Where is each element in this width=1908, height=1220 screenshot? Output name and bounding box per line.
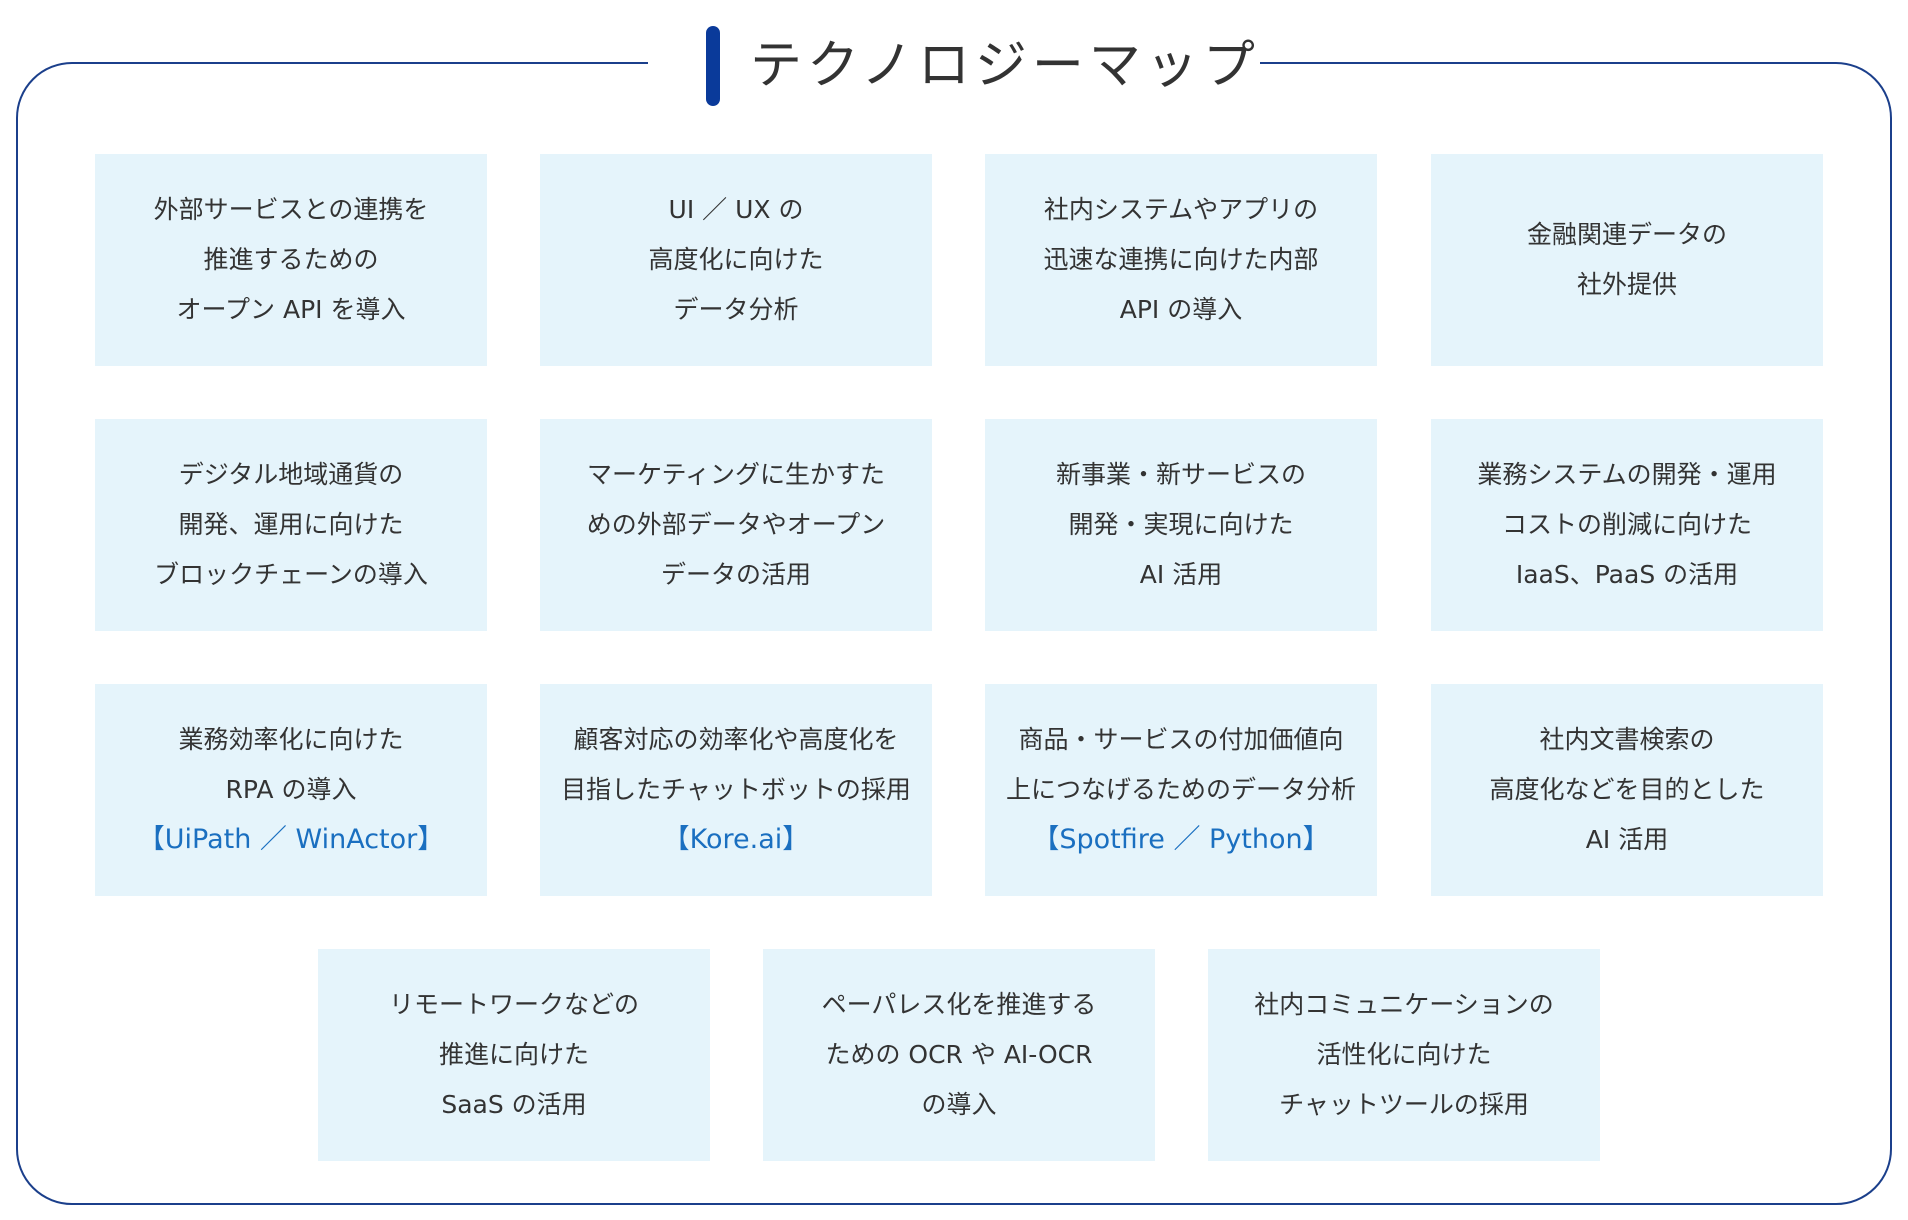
card-text-line: マーケティングに生かすた: [586, 460, 885, 489]
technology-card: デジタル地域通貨の 開発、運用に向けた ブロックチェーンの導入: [95, 419, 487, 631]
card-text-line: RPA の導入: [225, 775, 357, 804]
technology-card: 外部サービスとの連携を 推進するための オープン API を導入: [95, 154, 487, 366]
card-text-line: IaaS、PaaS の活用: [1515, 560, 1739, 589]
card-text-line: ブロックチェーンの導入: [154, 560, 428, 589]
card-text-line: 商品・サービスの付加価値向: [1018, 725, 1344, 754]
card-text-line: ペーパレス化を推進する: [821, 990, 1097, 1019]
card-text-line: 迅速な連携に向けた内部: [1043, 245, 1319, 274]
card-tool-label: 【Spotfire ／ Python】: [1032, 824, 1330, 855]
technology-card: UI ／ UX の 高度化に向けた データ分析: [540, 154, 932, 366]
technology-card: 金融関連データの 社外提供: [1431, 154, 1823, 366]
card-text-line: API の導入: [1119, 295, 1243, 324]
card-text-line: データの活用: [660, 560, 811, 589]
card-tool-label: 【UiPath ／ WinActor】: [137, 824, 445, 855]
card-text-line: オープン API を導入: [176, 295, 406, 324]
card-text-line: 開発・実現に向けた: [1068, 510, 1294, 539]
technology-card: 社内システムやアプリの 迅速な連携に向けた内部 API の導入: [985, 154, 1377, 366]
page-title: テクノロジーマップ: [750, 36, 1260, 96]
card-text-line: データ分析: [673, 295, 799, 324]
technology-card: 商品・サービスの付加価値向 上につなげるためのデータ分析 【Spotfire ／…: [985, 684, 1377, 896]
card-text-line: めの外部データやオープン: [586, 510, 886, 539]
technology-card: 社内文書検索の 高度化などを目的とした AI 活用: [1431, 684, 1823, 896]
card-text-line: 新事業・新サービスの: [1055, 460, 1306, 489]
technology-card: 業務システムの開発・運用 コストの削減に向けた IaaS、PaaS の活用: [1431, 419, 1823, 631]
card-text-line: コストの削減に向けた: [1501, 510, 1752, 539]
card-text-line: UI ／ UX の: [668, 195, 804, 224]
card-text-line: 社内文書検索の: [1539, 725, 1715, 754]
technology-card: リモートワークなどの 推進に向けた SaaS の活用: [318, 949, 710, 1161]
card-text-line: SaaS の活用: [441, 1090, 587, 1119]
technology-card: 顧客対応の効率化や高度化を 目指したチャットボットの採用 【Kore.ai】: [540, 684, 932, 896]
card-text-line: 顧客対応の効率化や高度化を: [573, 725, 899, 754]
card-text-line: の導入: [921, 1090, 997, 1119]
card-text-line: 外部サービスとの連携を: [153, 195, 429, 224]
card-text-line: デジタル地域通貨の: [178, 460, 404, 489]
card-text-line: 社外提供: [1576, 270, 1677, 299]
card-text-line: 業務効率化に向けた: [178, 725, 404, 754]
technology-card: 新事業・新サービスの 開発・実現に向けた AI 活用: [985, 419, 1377, 631]
card-text-line: 目指したチャットボットの採用: [561, 775, 911, 804]
title-accent-bar: [706, 26, 720, 106]
technology-card: ペーパレス化を推進する ための OCR や AI-OCR の導入: [763, 949, 1155, 1161]
card-text-line: 金融関連データの: [1526, 220, 1727, 249]
card-text-line: 推進に向けた: [438, 1040, 589, 1069]
card-text-line: 社内システムやアプリの: [1043, 195, 1319, 224]
card-text-line: 社内コミュニケーションの: [1254, 990, 1554, 1019]
technology-card: マーケティングに生かすた めの外部データやオープン データの活用: [540, 419, 932, 631]
card-text-line: 高度化に向けた: [648, 245, 824, 274]
card-text-line: 開発、運用に向けた: [178, 510, 404, 539]
card-text-line: AI 活用: [1139, 560, 1223, 589]
card-text-line: 活性化に向けた: [1316, 1040, 1492, 1069]
card-text-line: 推進するための: [203, 245, 379, 274]
card-text-line: AI 活用: [1585, 825, 1669, 854]
title-header: テクノロジーマップ: [648, 14, 1260, 114]
card-text-line: 高度化などを目的とした: [1489, 775, 1765, 804]
technology-card: 業務効率化に向けた RPA の導入 【UiPath ／ WinActor】: [95, 684, 487, 896]
card-text-line: ための OCR や AI-OCR: [825, 1040, 1093, 1069]
card-text-line: チャットツールの採用: [1279, 1090, 1529, 1119]
card-text-line: 上につなげるためのデータ分析: [1005, 775, 1356, 804]
card-text-line: 業務システムの開発・運用: [1477, 460, 1777, 489]
card-tool-label: 【Kore.ai】: [662, 824, 810, 855]
card-text-line: リモートワークなどの: [388, 990, 639, 1019]
technology-card: 社内コミュニケーションの 活性化に向けた チャットツールの採用: [1208, 949, 1600, 1161]
